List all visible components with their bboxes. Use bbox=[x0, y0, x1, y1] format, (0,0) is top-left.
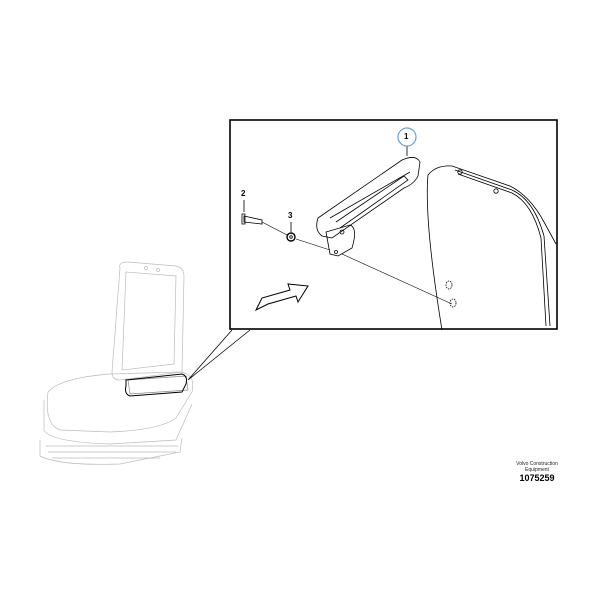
backrest-detail bbox=[426, 165, 557, 331]
detail-frame bbox=[229, 119, 558, 330]
detail-leader bbox=[187, 329, 251, 381]
callout-1-highlight bbox=[397, 127, 417, 147]
bolt bbox=[241, 213, 263, 225]
seat-overview bbox=[39, 261, 194, 465]
callout-3[interactable]: 3 bbox=[288, 211, 293, 220]
armrest-small bbox=[125, 373, 187, 397]
brand-text: Volvo Construction Equipment bbox=[516, 461, 558, 473]
callout-1[interactable]: 1 bbox=[404, 132, 409, 141]
washer bbox=[286, 232, 296, 242]
drawing-number: 1075259 bbox=[519, 473, 555, 483]
armrest-detail bbox=[316, 157, 421, 257]
assembly-axis bbox=[261, 221, 453, 305]
callout-2[interactable]: 2 bbox=[241, 189, 246, 198]
view-arrow bbox=[254, 283, 309, 312]
